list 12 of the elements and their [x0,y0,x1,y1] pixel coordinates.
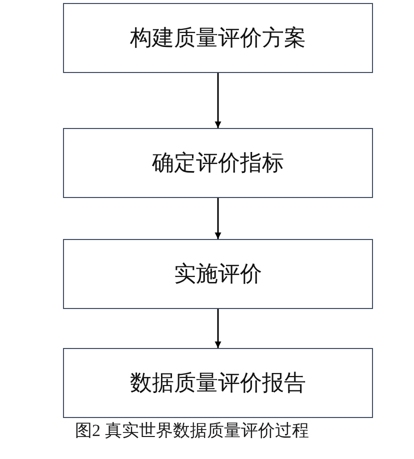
arrow [214,73,222,128]
process-box [63,348,373,418]
box-label: 确定评价指标 [152,150,284,176]
process-box [63,239,373,309]
figure-caption: 图2 真实世界数据质量评价过程 [75,421,309,442]
arrow [214,198,222,239]
arrow [214,309,222,348]
box-label: 数据质量评价报告 [130,370,306,396]
process-box [63,3,373,73]
box-label: 实施评价 [174,260,262,288]
process-box [63,128,373,198]
box-label: 构建质量评价方案 [130,24,306,52]
